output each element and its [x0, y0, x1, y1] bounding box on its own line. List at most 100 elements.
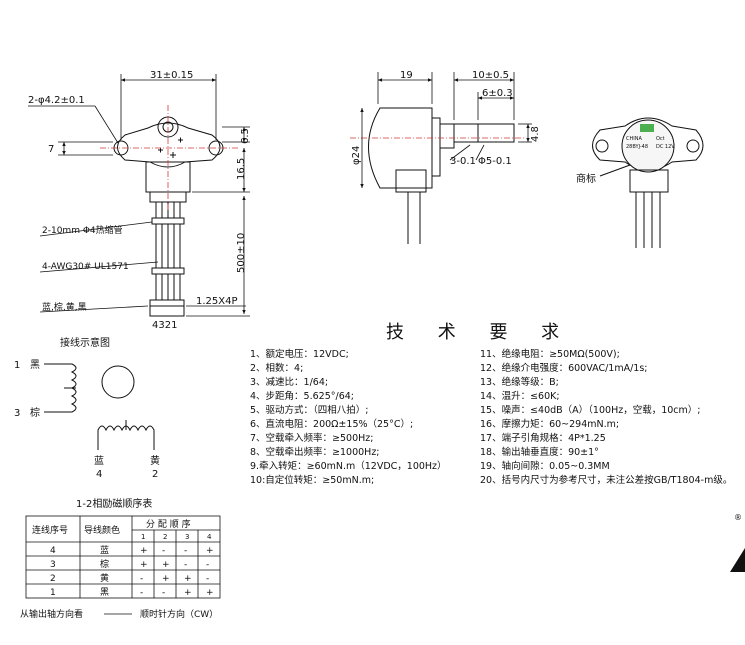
- dim-shaft-tol: 3-0.1: [450, 156, 476, 167]
- table-cell-val: -: [206, 560, 209, 570]
- tech-right-20: 20、括号内尺寸为参考尺寸，未注公差按GB/T1804-m级。: [480, 474, 732, 486]
- dim-shaft-len: 10±0.5: [472, 70, 509, 81]
- tech-left-10: 10:自定位转矩：≥50mN.m;: [250, 474, 374, 486]
- product-sticker-line1: CHINA: [626, 136, 642, 142]
- product-face: [621, 119, 675, 173]
- dim-flat-width: 4.8: [530, 126, 541, 142]
- dim-lead-length: 500±10: [236, 233, 247, 273]
- table-cell-val: -: [162, 588, 165, 598]
- table-step-2: 2: [163, 533, 167, 541]
- wire1-num: 1: [14, 360, 20, 371]
- side-view: [368, 107, 515, 244]
- table-cell-val: +: [140, 546, 148, 556]
- dim-holes: 2-φ4.2±0.1: [28, 95, 85, 106]
- tech-title: 技 术 要 求: [386, 322, 573, 343]
- table-header-seq: 连线序号: [32, 524, 68, 536]
- tech-left-9: 9.牵入转矩：≥60mN.m（12VDC，100Hz）: [250, 460, 447, 472]
- connector: [149, 299, 185, 317]
- front-view: [113, 116, 224, 317]
- wire3-num: 3: [14, 408, 20, 419]
- wire2-num: 2: [152, 469, 158, 480]
- dim-body-depth: 16.5: [236, 158, 247, 180]
- table-cell-color: 黄: [100, 572, 109, 584]
- table-cell-seq: 1: [50, 588, 56, 598]
- tech-right-13: 13、绝缘等级：B;: [480, 376, 559, 388]
- rotor-circle: [101, 365, 135, 399]
- callout-heat-shrink: 2-10mm Φ4热缩管: [42, 224, 123, 236]
- table-cell-color: 蓝: [100, 544, 109, 556]
- side-body: [368, 107, 433, 189]
- tech-right-18: 18、输出轴垂直度：90±1°: [480, 446, 599, 458]
- table-header-dist: 分 配 顺 序: [146, 518, 191, 530]
- dim-connector-pins: 4321: [152, 320, 177, 331]
- table-footer-left: 从输出轴方向看: [20, 608, 83, 620]
- wire2-color: 黄: [150, 454, 160, 467]
- wire1-color: 黑: [30, 359, 40, 371]
- tech-right-16: 16、摩擦力矩：60~294mN.m;: [480, 418, 619, 430]
- dim-side-length: 19: [400, 70, 413, 81]
- table-cell-val: +: [206, 588, 214, 598]
- dim-flat-len: 6±0.3: [482, 88, 513, 99]
- table-step-3: 3: [185, 533, 189, 541]
- product-sticker-line2: 28BYJ-48: [626, 144, 648, 150]
- table-cell-val: -: [184, 560, 187, 570]
- tech-right-11: 11、绝缘电阻：≥50MΩ(500V);: [480, 348, 620, 360]
- product-sticker-logo: [640, 124, 654, 132]
- corner-logo-icon: [730, 548, 745, 572]
- product-sticker-line3: DC 12V: [656, 144, 675, 150]
- table-cell-seq: 4: [50, 546, 56, 556]
- table-cell-val: +: [162, 560, 170, 570]
- dim-top-offset: 6.5: [240, 128, 251, 144]
- table-step-4: 4: [207, 533, 212, 541]
- sequence-table: [25, 515, 221, 599]
- dim-shaft-dia: Φ5-0.1: [478, 156, 512, 167]
- table-row: 2 黄 - + + -: [50, 572, 209, 584]
- tech-right-19: 19、轴向间隙：0.05~0.3MM: [480, 460, 610, 472]
- side-shaft: [453, 123, 515, 143]
- tech-right-14: 14、温升：≤60K;: [480, 391, 560, 402]
- tech-left-3: 3、减速比：1/64;: [250, 376, 328, 388]
- table-title: 1-2相励磁顺序表: [76, 497, 152, 510]
- side-shaft-boss: [439, 123, 455, 149]
- table-cell-val: -: [140, 588, 143, 598]
- tech-left-7: 7、空载牵入频率：≥500Hz;: [250, 432, 373, 444]
- table-row: 3 棕 + + - -: [50, 558, 209, 570]
- tech-right-12: 12、绝缘介电强度：600VAC/1mA/1s;: [480, 362, 647, 374]
- tech-right-list: 11、绝缘电阻：≥50MΩ(500V); 12、绝缘介电强度：600VAC/1m…: [480, 348, 732, 486]
- table-cell-seq: 2: [50, 574, 56, 584]
- table-cell-val: +: [184, 588, 192, 598]
- table-cell-val: -: [206, 574, 209, 584]
- wiring-title: 接线示意图: [60, 336, 110, 349]
- front-centerlines: [100, 105, 240, 210]
- table-step-1: 1: [141, 533, 145, 541]
- tech-left-6: 6、直流电阻：200Ω±15%（25°C）;: [250, 418, 413, 430]
- side-dims: [360, 72, 532, 188]
- table-cell-color: 棕: [100, 558, 109, 570]
- table-cell-val: +: [184, 574, 192, 584]
- product-view: [592, 117, 704, 248]
- table-cell-val: +: [206, 546, 214, 556]
- callout-wire-spec: 4-AWG30# UL1571: [42, 262, 129, 272]
- tech-left-4: 4、步距角：5.625°/64;: [250, 390, 354, 402]
- front-flange: [117, 122, 221, 168]
- table-row: 4 蓝 + - - +: [50, 544, 214, 556]
- table-row: 1 黑 - - + +: [50, 587, 214, 598]
- product-label: 商标: [576, 172, 596, 185]
- table-cell-val: +: [140, 560, 148, 570]
- table-cell-color: 黑: [100, 587, 109, 598]
- wire3-color: 棕: [30, 406, 40, 419]
- tech-left-list: 1、额定电压：12VDC; 2、相数：4; 3、减速比：1/64; 4、步距角：…: [250, 348, 447, 486]
- wiring-diagram: [44, 363, 155, 450]
- table-cell-val: -: [140, 574, 143, 584]
- dim-connector-pitch: 1.25X4P: [196, 296, 238, 307]
- front-dims: [28, 74, 250, 317]
- registered-mark-icon: ®: [734, 513, 742, 522]
- wire4-num: 4: [96, 469, 102, 480]
- tech-right-17: 17、端子引角规格：4P*1.25: [480, 432, 606, 444]
- product-sticker-line4: Oct: [656, 136, 665, 142]
- dim-left-offset: 7: [48, 144, 54, 155]
- wire4-color: 蓝: [94, 455, 104, 467]
- table-cell-val: +: [162, 574, 170, 584]
- tech-left-8: 8、空载牵出频率：≥1000Hz;: [250, 446, 380, 458]
